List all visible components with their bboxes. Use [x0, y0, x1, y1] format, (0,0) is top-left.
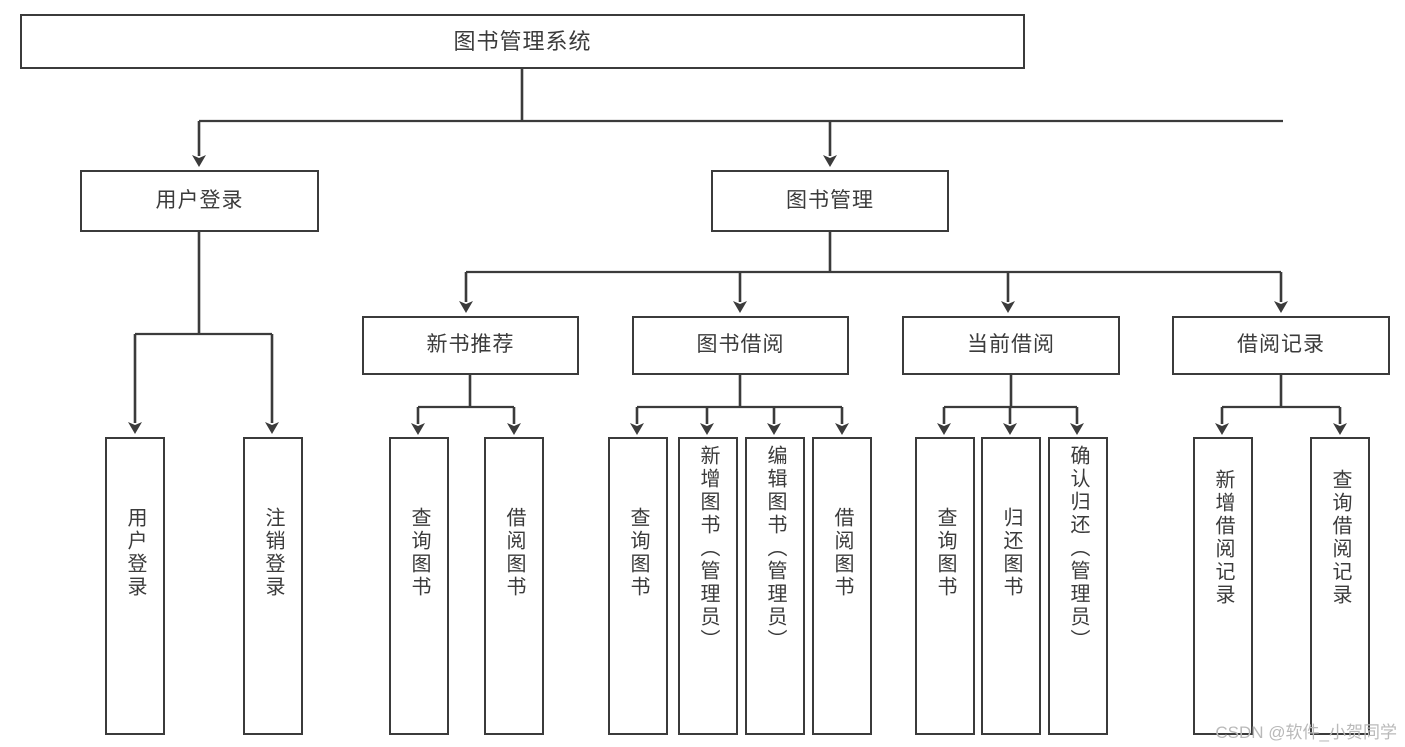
node-leaf-user-login[interactable]: 用户登录: [105, 437, 165, 735]
node-leaf-query-book-2[interactable]: 查询图书: [608, 437, 668, 735]
node-borrow-record[interactable]: 借阅记录: [1172, 316, 1390, 375]
node-leaf-logout[interactable]: 注销登录: [243, 437, 303, 735]
node-leaf-confirm-return-label: 确认归还（管理员）: [1067, 445, 1089, 652]
node-leaf-return-book-label: 归还图书: [1000, 507, 1022, 599]
node-leaf-borrow-book-1[interactable]: 借阅图书: [484, 437, 544, 735]
node-leaf-return-book[interactable]: 归还图书: [981, 437, 1041, 735]
node-leaf-add-book-label: 新增图书（管理员）: [697, 445, 719, 652]
node-borrow-record-label: 借阅记录: [1237, 333, 1325, 357]
node-book-manage-label: 图书管理: [786, 188, 874, 212]
node-leaf-query-record[interactable]: 查询借阅记录: [1310, 437, 1370, 735]
node-book-manage[interactable]: 图书管理: [711, 170, 949, 232]
node-new-book-rec-label: 新书推荐: [426, 333, 515, 357]
node-leaf-borrow-book-1-label: 借阅图书: [503, 507, 525, 599]
csdn-watermark: CSDN @软件_小贺同学: [1215, 723, 1397, 742]
node-book-borrow[interactable]: 图书借阅: [632, 316, 849, 375]
node-leaf-add-book[interactable]: 新增图书（管理员）: [678, 437, 738, 735]
node-book-borrow-label: 图书借阅: [696, 333, 785, 357]
node-user-login[interactable]: 用户登录: [80, 170, 319, 232]
node-root-label: 图书管理系统: [453, 28, 592, 54]
node-leaf-add-record-label: 新增借阅记录: [1212, 469, 1234, 607]
node-leaf-confirm-return[interactable]: 确认归还（管理员）: [1048, 437, 1108, 735]
node-leaf-query-book-3-label: 查询图书: [934, 507, 956, 599]
node-current-borrow-label: 当前借阅: [967, 333, 1055, 357]
node-leaf-user-login-label: 用户登录: [124, 507, 146, 599]
node-leaf-edit-book-label: 编辑图书（管理员）: [764, 445, 786, 652]
node-leaf-add-record[interactable]: 新增借阅记录: [1193, 437, 1253, 735]
node-new-book-rec[interactable]: 新书推荐: [362, 316, 579, 375]
node-current-borrow[interactable]: 当前借阅: [902, 316, 1120, 375]
node-leaf-edit-book[interactable]: 编辑图书（管理员）: [745, 437, 805, 735]
node-leaf-query-record-label: 查询借阅记录: [1329, 469, 1351, 607]
node-leaf-borrow-book-2[interactable]: 借阅图书: [812, 437, 872, 735]
node-leaf-query-book-1[interactable]: 查询图书: [389, 437, 449, 735]
node-root[interactable]: 图书管理系统: [20, 14, 1025, 69]
node-leaf-borrow-book-2-label: 借阅图书: [831, 507, 853, 599]
node-leaf-query-book-3[interactable]: 查询图书: [915, 437, 975, 735]
node-user-login-label: 用户登录: [155, 188, 244, 212]
node-leaf-logout-label: 注销登录: [262, 507, 284, 599]
node-leaf-query-book-1-label: 查询图书: [408, 507, 430, 599]
node-leaf-query-book-2-label: 查询图书: [627, 507, 649, 599]
